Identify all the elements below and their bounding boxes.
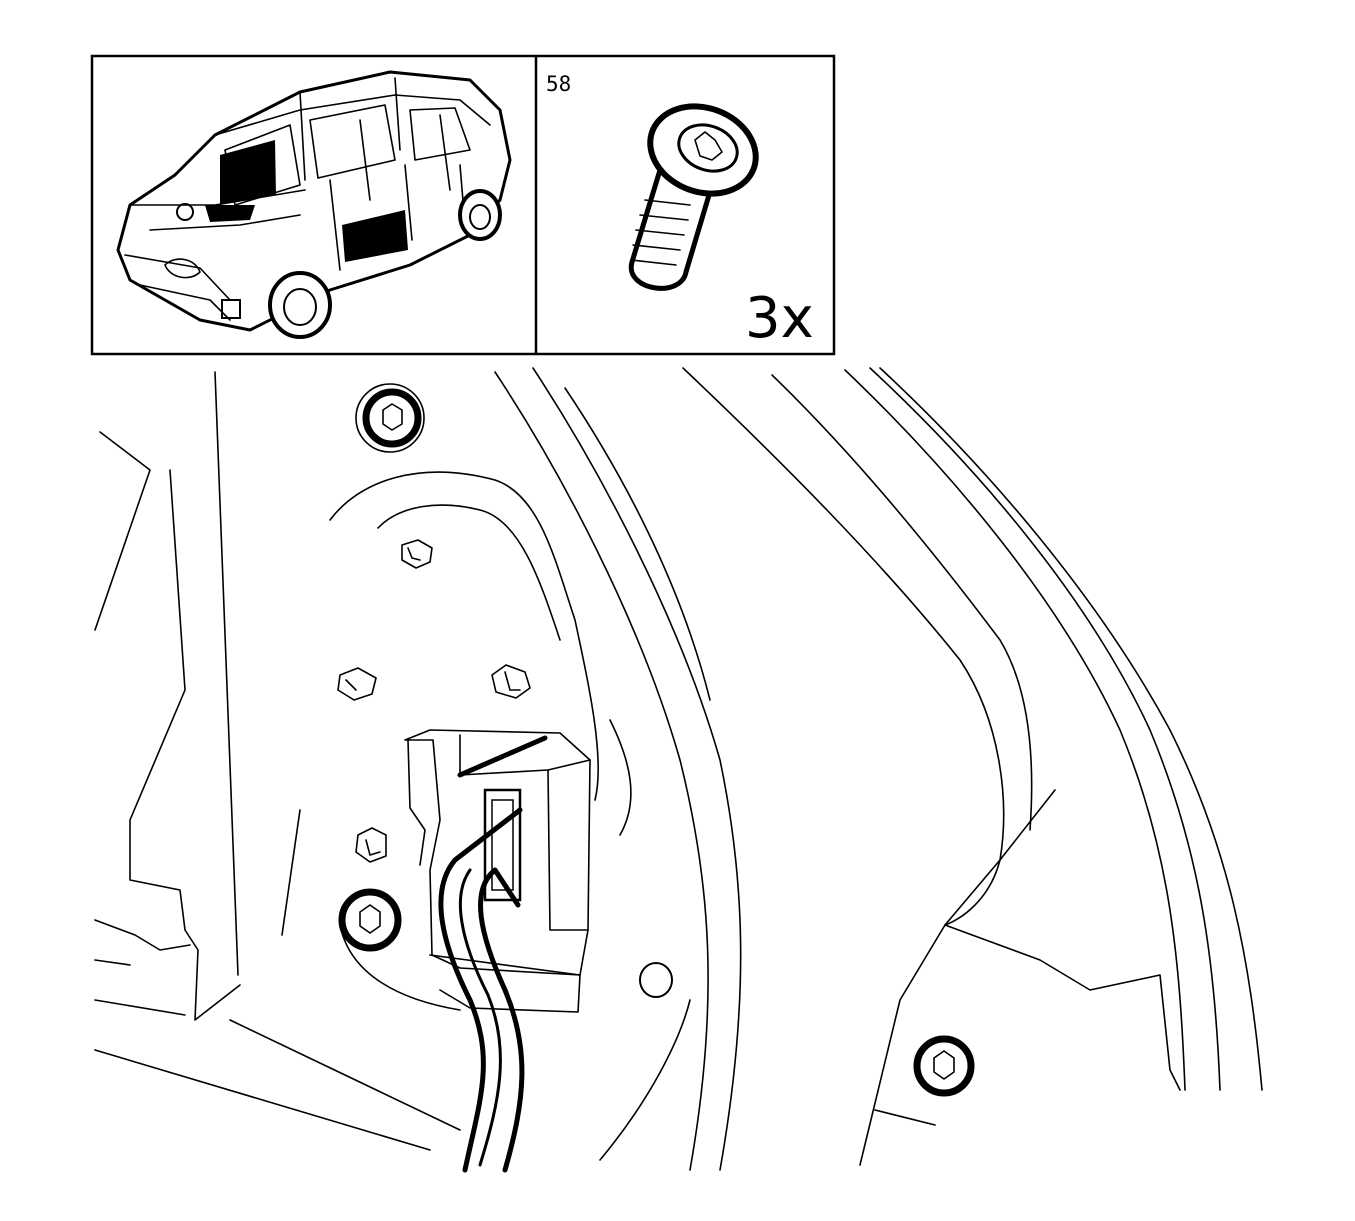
torx-bolt-lower-left [338,888,402,952]
car-body-locator-icon [116,70,512,339]
door-pillar-drawing [94,367,1263,1173]
quantity-label: 3x [745,286,814,351]
torx-bolt-upper [355,383,425,453]
torx-bolt-icon [628,103,759,291]
torx-bolt-lower-right [913,1035,975,1097]
part-number: 58 [546,72,571,96]
